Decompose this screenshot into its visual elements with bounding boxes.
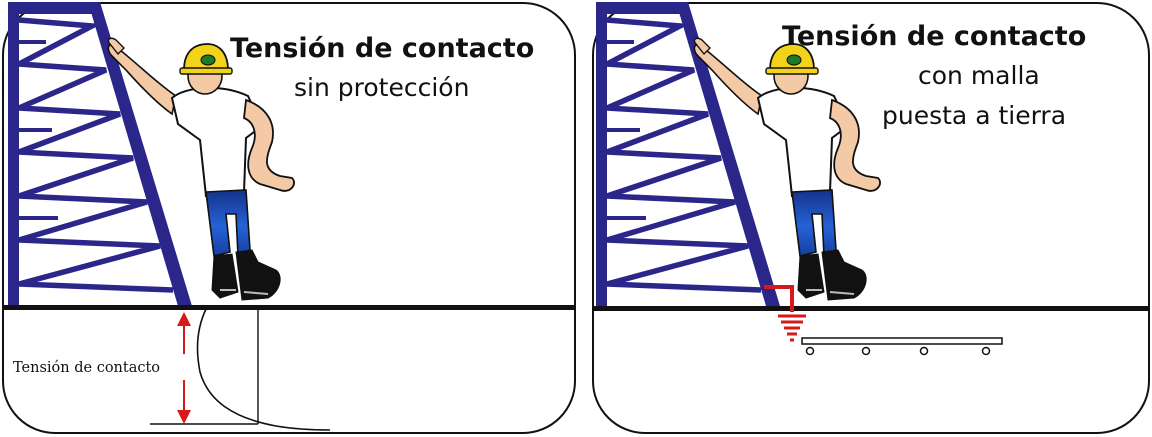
ground-line bbox=[4, 305, 576, 310]
panel-subtitle-line-1: con malla bbox=[918, 61, 1040, 90]
measure-label: Tensión de contacto bbox=[13, 360, 160, 376]
panel-subtitle: sin protección bbox=[294, 73, 469, 102]
panel-title: Tensión de contacto bbox=[782, 21, 1086, 52]
panel-with-grounding-mesh: Tensión de contacto con malla puesta a t… bbox=[592, 2, 1150, 434]
panel-without-protection: Tensión de contacto sin protección Tensi… bbox=[2, 2, 576, 434]
ground-line bbox=[594, 306, 1150, 311]
grounding-mesh-icon bbox=[801, 337, 1003, 356]
contact-voltage-curve bbox=[196, 308, 331, 431]
panel-frame bbox=[592, 2, 1150, 434]
ground-electrode-icon bbox=[764, 285, 806, 342]
panel-subtitle-line-2: puesta a tierra bbox=[882, 101, 1066, 130]
panel-frame bbox=[2, 2, 576, 434]
measurement-arrow bbox=[177, 312, 191, 424]
panel-title: Tensión de contacto bbox=[230, 33, 534, 64]
